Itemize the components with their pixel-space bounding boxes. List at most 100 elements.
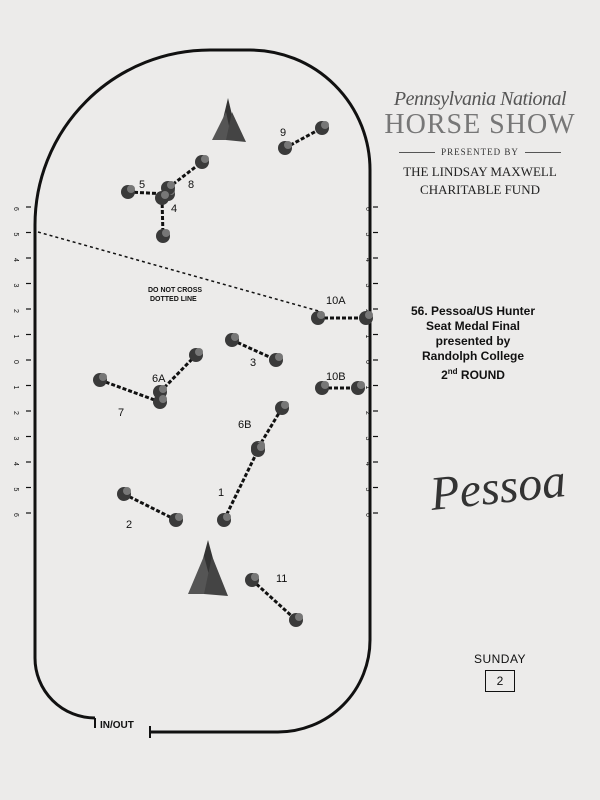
fence-label-6b: 6B	[238, 419, 251, 431]
left-scale-label: 2	[12, 309, 19, 313]
left-scale-label: 5	[12, 233, 19, 237]
fence-label-6a: 6A	[152, 373, 166, 385]
fence-label-10a: 10A	[326, 295, 346, 307]
fence-6a-rail	[158, 353, 198, 394]
fence-label-10b: 10B	[326, 371, 346, 383]
class-title: 56. Pessoa/US Hunter Seat Medal Final pr…	[398, 304, 548, 383]
fence-7-foliage-highlight-1	[99, 373, 107, 381]
fence-label-4: 4	[171, 203, 177, 215]
sponsor-line-1: THE LINDSAY MAXWELL	[403, 164, 557, 179]
fence-7	[93, 373, 167, 409]
fence-8-foliage-highlight-2	[201, 155, 209, 163]
show-name-top: Pennsylvania National	[393, 88, 567, 110]
right-scale-label: 5	[364, 233, 371, 237]
fence-3-foliage-highlight-1	[231, 333, 239, 341]
fence-2-rail	[123, 492, 177, 522]
right-scale-label: 0	[364, 360, 371, 364]
fence-9	[278, 121, 329, 155]
right-scale-label: 5	[364, 488, 371, 492]
fence-6a-foliage-highlight-2	[195, 348, 203, 356]
right-scale-label: 2	[364, 411, 371, 415]
round-number: 2	[441, 368, 448, 382]
fence-layer	[93, 121, 373, 627]
fence-10b-foliage-highlight-2	[357, 381, 365, 389]
fence-7-rail	[99, 378, 161, 404]
sponsor-line-2: CHARITABLE FUND	[420, 182, 540, 197]
left-scale-label: 4	[12, 258, 19, 262]
class-line-2: Seat Medal Final	[425, 319, 521, 333]
fence-2	[117, 487, 183, 527]
fence-5-foliage-highlight-1	[127, 185, 135, 193]
fence-label-9: 9	[280, 127, 286, 139]
fence-4-foliage-highlight-1	[161, 191, 169, 199]
left-scale-label: 1	[12, 386, 19, 390]
day-label: SUNDAY	[473, 652, 527, 666]
fence-8-foliage-highlight-1	[167, 181, 175, 189]
left-scale-label: 6	[12, 513, 19, 517]
fence-1	[217, 443, 265, 527]
right-scale-label: 6	[364, 207, 371, 211]
schedule-day: SUNDAY 2	[470, 652, 530, 692]
round-suffix: nd	[447, 367, 458, 376]
show-branding: Pennsylvania National HORSE SHOW PRESENT…	[380, 88, 580, 199]
fence-9-foliage-highlight-2	[321, 121, 329, 129]
fence-label-5: 5	[139, 179, 145, 191]
fence-6a-foliage-highlight-1	[159, 385, 167, 393]
right-scale-label: 1	[364, 335, 371, 339]
fence-10a	[311, 311, 373, 325]
fence-label-1: 1	[218, 487, 224, 499]
fence-label-7: 7	[118, 407, 124, 419]
right-scale-label: 4	[364, 258, 371, 262]
show-name-main: HORSE SHOW	[384, 109, 576, 140]
class-line-1: 56. Pessoa/US Hunter	[410, 304, 536, 318]
round-word: ROUND	[460, 368, 505, 382]
fence-1-foliage-highlight-1	[223, 513, 231, 521]
presented-by: PRESENTED BY	[380, 147, 580, 157]
fence-6b-foliage-highlight-2	[281, 401, 289, 409]
fence-10b-foliage-highlight-1	[321, 381, 329, 389]
fence-7-foliage-highlight-2	[159, 395, 167, 403]
left-scale-label: 2	[12, 411, 19, 415]
right-scale-label: 2	[364, 309, 371, 313]
left-scale-label: 3	[12, 437, 19, 441]
fence-1-foliage-highlight-2	[257, 443, 265, 451]
fence-3	[225, 333, 283, 367]
fence-3-rail	[231, 338, 277, 362]
right-scale-label: 4	[364, 462, 371, 466]
fence-1-rail	[222, 449, 260, 521]
class-line-4: Randolph College	[422, 349, 524, 363]
fence-label-8: 8	[188, 179, 194, 191]
left-scale-label: 4	[12, 462, 19, 466]
fence-10a-foliage-highlight-1	[317, 311, 325, 319]
right-scale-label: 3	[364, 284, 371, 288]
fence-label-2: 2	[126, 519, 132, 531]
left-scale-label: 0	[12, 360, 19, 364]
arena-outline	[33, 48, 372, 734]
right-scale-label: 3	[364, 437, 371, 441]
fence-4	[155, 191, 170, 243]
fence-11	[245, 573, 303, 627]
fence-9-foliage-highlight-1	[284, 141, 292, 149]
gate-label: IN/OUT	[100, 720, 134, 731]
tree-decoration-top	[212, 98, 246, 142]
warning-line-1: DO NOT CROSS	[148, 287, 202, 294]
fence-11-foliage-highlight-2	[295, 613, 303, 621]
fence-11-foliage-highlight-1	[251, 573, 259, 581]
left-scale-label: 3	[12, 284, 19, 288]
fence-10b	[315, 381, 365, 395]
fence-2-foliage-highlight-2	[175, 513, 183, 521]
fence-label-3: 3	[250, 357, 256, 369]
left-scale-label: 1	[12, 335, 19, 339]
fence-4-foliage-highlight-2	[162, 229, 170, 237]
fence-label-11: 11	[276, 573, 287, 585]
day-number-box: 2	[485, 670, 515, 692]
warning-line-2: DOTTED LINE	[150, 296, 197, 303]
right-scale-label: 6	[364, 513, 371, 517]
left-scale-label: 6	[12, 207, 19, 211]
tree-decoration-bottom	[188, 540, 228, 596]
fence-2-foliage-highlight-1	[123, 487, 131, 495]
do-not-cross-line	[37, 231, 323, 313]
